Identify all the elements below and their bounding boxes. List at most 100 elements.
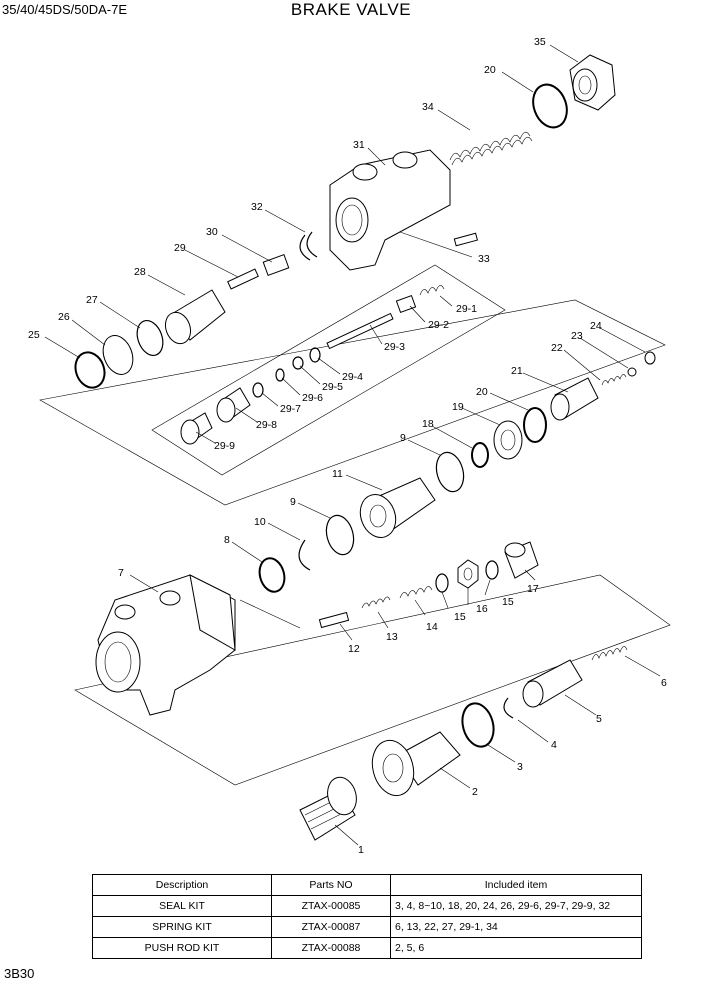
part-9-backup-ring [435, 451, 465, 493]
sub-assembly-frame-lower [74, 574, 671, 786]
callout-29-9: 29-9 [214, 440, 235, 452]
callout-28: 28 [134, 266, 146, 278]
part-24-plug [644, 351, 656, 365]
callout-30: 30 [206, 226, 218, 238]
callout-4: 4 [551, 739, 557, 751]
table-row: PUSH ROD KIT ZTAX-00088 2, 5, 6 [92, 937, 642, 959]
callout-15-right: 15 [502, 596, 514, 608]
callout-29-1: 29-1 [456, 303, 477, 315]
part-32-snap-ring [299, 231, 318, 261]
part-29-8-piston [216, 387, 251, 423]
kit-table: Description Parts NO Included item SEAL … [92, 874, 642, 959]
table-row: SEAL KIT ZTAX-00085 3, 4, 8~10, 18, 20, … [92, 895, 642, 917]
callout-25: 25 [28, 329, 40, 341]
callout-22: 22 [551, 342, 563, 354]
kit-table-header: Description Parts NO Included item [92, 874, 642, 896]
part-13-spring [361, 596, 391, 609]
callout-29-6: 29-6 [302, 392, 323, 404]
kit-description: SPRING KIT [92, 916, 272, 938]
sub-assembly-frame-main [39, 299, 666, 506]
part-22-spring [601, 374, 627, 386]
part-15-washer [485, 560, 499, 580]
callout-27: 27 [86, 294, 98, 306]
part-35-cap [569, 54, 616, 111]
callout-29-2: 29-2 [428, 319, 449, 331]
kit-included-items: 3, 4, 8~10, 18, 20, 24, 26, 29-6, 29-7, … [390, 895, 642, 917]
callout-29-4: 29-4 [342, 371, 363, 383]
part-29-3-rod [326, 312, 394, 350]
callout-16: 16 [476, 603, 488, 615]
callout-7: 7 [118, 567, 124, 579]
callout-18: 18 [422, 418, 434, 430]
part-1-boot [299, 776, 357, 841]
part-30-piston [262, 254, 290, 276]
callout-29-5: 29-5 [322, 381, 343, 393]
sub-assembly-frame-29 [151, 264, 506, 476]
part-31-housing [329, 149, 451, 271]
part-29-1-spring [419, 285, 445, 296]
callout-33: 33 [478, 253, 490, 265]
part-20-o-ring-lower [523, 407, 547, 443]
leader-lines [44, 44, 661, 846]
part-29-2-spacer [395, 294, 417, 314]
kit-parts-no: ZTAX-00088 [271, 937, 391, 959]
part-6-spring [591, 646, 628, 661]
callout-15-left: 15 [454, 611, 466, 623]
callout-34: 34 [422, 101, 434, 113]
part-29-9-cup [180, 412, 213, 445]
part-14-spring [399, 586, 433, 599]
callout-23: 23 [571, 330, 583, 342]
kit-parts-no: ZTAX-00087 [271, 916, 391, 938]
kit-description: PUSH ROD KIT [92, 937, 272, 959]
part-9-backup-ring-2 [325, 514, 355, 556]
callout-20-lower: 20 [476, 386, 488, 398]
callout-13: 13 [386, 631, 398, 643]
callout-1: 1 [358, 844, 364, 856]
callout-21: 21 [511, 365, 523, 377]
callout-9-upper: 9 [400, 432, 406, 444]
part-5-push-rod [522, 659, 583, 708]
header-parts-no: Parts NO [271, 874, 391, 896]
callout-8: 8 [224, 534, 230, 546]
kit-included-items: 6, 13, 22, 27, 29-1, 34 [390, 916, 642, 938]
callout-31: 31 [353, 139, 365, 151]
part-2-plunger-housing [371, 731, 461, 797]
part-16-nut [457, 559, 479, 589]
part-8-o-ring [258, 557, 286, 593]
part-3-o-ring [461, 702, 495, 748]
part-29-6-ring [275, 368, 285, 382]
part-26-seal [102, 335, 134, 375]
callout-29: 29 [174, 242, 186, 254]
callout-29-8: 29-8 [256, 419, 277, 431]
part-33-screw [453, 232, 479, 247]
header-description: Description [92, 874, 272, 896]
callout-11: 11 [332, 468, 343, 480]
table-row: SPRING KIT ZTAX-00087 6, 13, 22, 27, 29-… [92, 916, 642, 938]
part-34-spring [449, 131, 533, 166]
callout-14: 14 [426, 621, 438, 633]
callout-3: 3 [517, 761, 523, 773]
callout-10: 10 [254, 516, 266, 528]
kit-included-items: 2, 5, 6 [390, 937, 642, 959]
part-29-7-ring [252, 382, 264, 398]
part-7-valve-body [95, 574, 236, 716]
part-25-ring [74, 351, 106, 389]
part-12-pin [318, 611, 350, 629]
callout-24: 24 [590, 320, 602, 332]
header-included-item: Included item [390, 874, 642, 896]
callout-29-7: 29-7 [280, 403, 301, 415]
part-15-washer-2 [435, 573, 449, 593]
page-title: BRAKE VALVE [290, 0, 412, 19]
part-11-spool [359, 477, 436, 538]
part-10-snap-ring [298, 539, 311, 571]
callout-19: 19 [452, 401, 464, 413]
callout-20: 20 [484, 64, 496, 76]
part-17-nut [504, 541, 539, 579]
callout-9-lower: 9 [290, 496, 296, 508]
part-29-5-ring [292, 356, 304, 370]
callout-5: 5 [596, 713, 602, 725]
part-18-o-ring [471, 442, 489, 468]
page-code: 3B30 [4, 966, 35, 981]
part-20-o-ring [532, 83, 568, 129]
part-23-ball [627, 367, 637, 377]
